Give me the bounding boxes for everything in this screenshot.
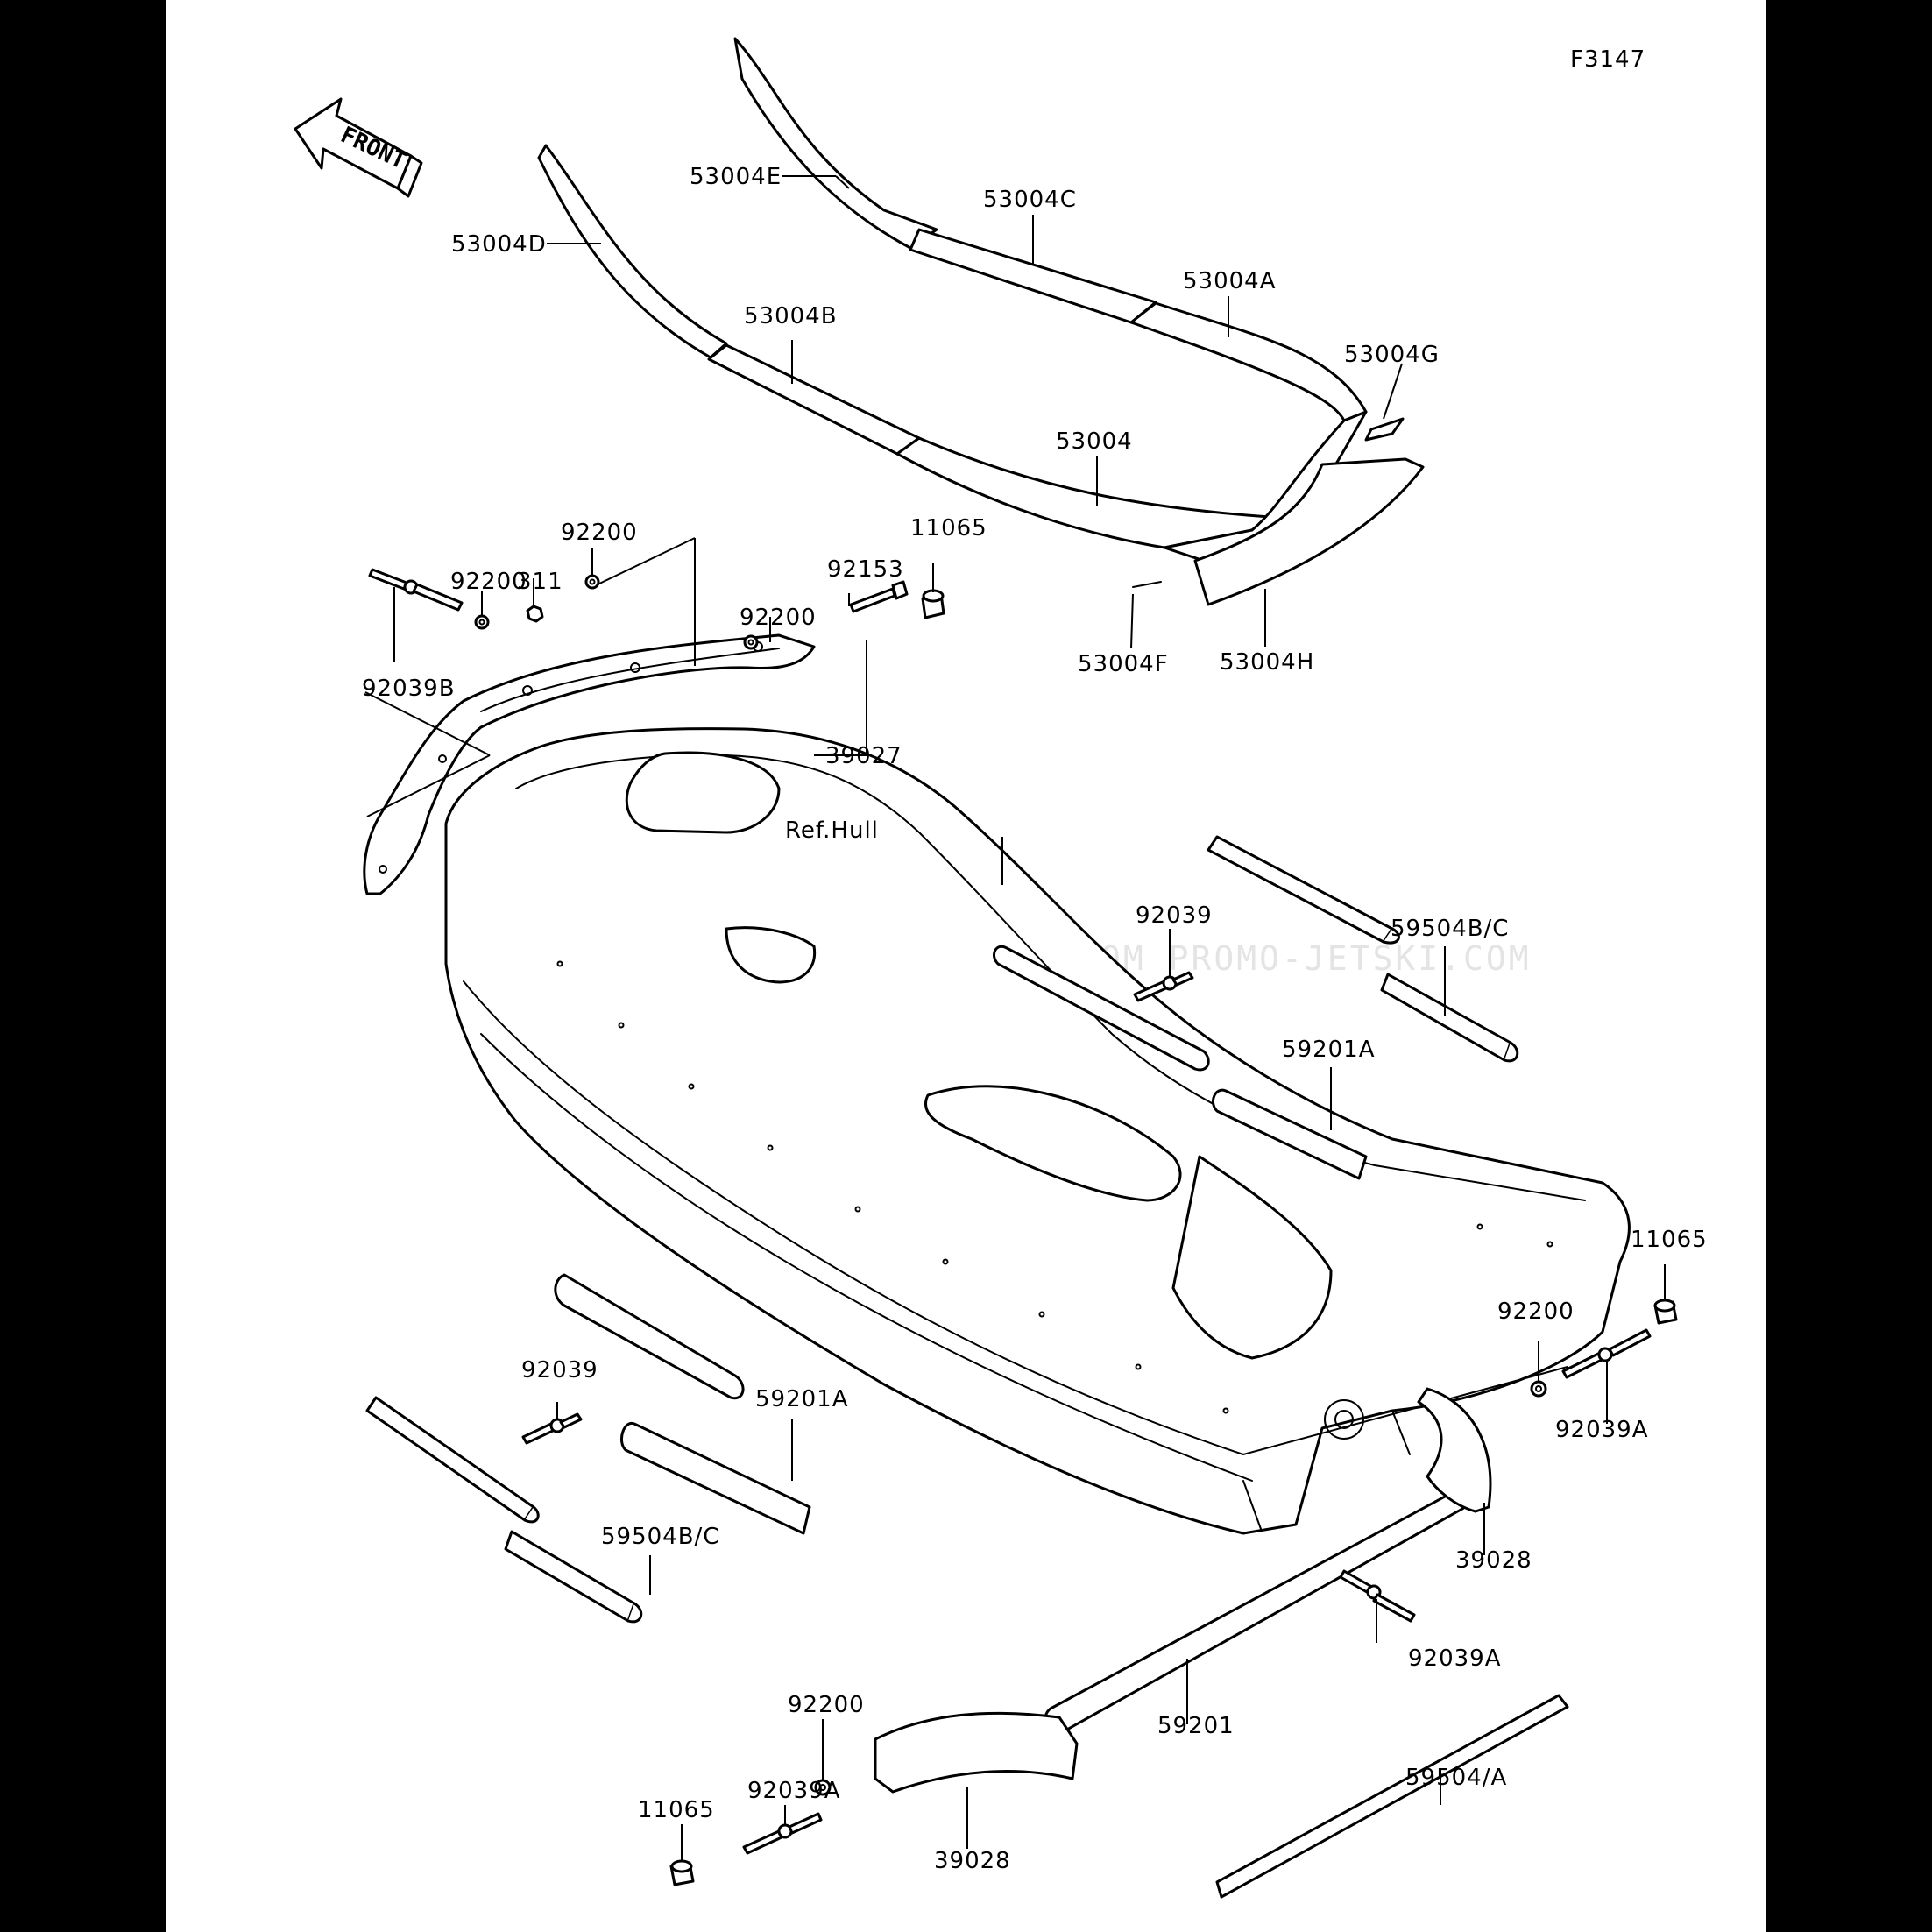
hull-reference bbox=[444, 727, 1631, 1535]
front-guard-39027 bbox=[363, 633, 816, 895]
cap-11065-right bbox=[1653, 1299, 1678, 1325]
label-92200-top-left: 92200 bbox=[450, 569, 527, 595]
label-311: 311 bbox=[517, 569, 563, 595]
molding-59201a-lower bbox=[620, 1421, 811, 1535]
rivet-92039a-lower bbox=[1339, 1569, 1416, 1623]
molding-59201a-upper bbox=[1212, 1088, 1368, 1180]
label-92200-top-right: 92200 bbox=[740, 605, 817, 631]
rivet-92039a-right bbox=[1561, 1328, 1652, 1379]
label-59504bc-lower: 59504B/C bbox=[601, 1524, 719, 1550]
trim-59504bc-lower-short bbox=[504, 1530, 643, 1624]
parts-diagram-sheet: F3147 FRONT JETSKI.COM PROMO-JETSKI.COM … bbox=[166, 0, 1766, 1932]
label-92039a-right: 92039A bbox=[1555, 1417, 1649, 1443]
part-labels: 53004E 53004C 53004D 53004A 53004B 53004… bbox=[362, 164, 1708, 1874]
washer-top-mid bbox=[584, 574, 600, 590]
nut-311 bbox=[526, 605, 544, 623]
leader-lines bbox=[364, 175, 1666, 1861]
seat-cover-53004e bbox=[733, 37, 938, 250]
rivet-92039b bbox=[368, 568, 464, 612]
label-53004b: 53004B bbox=[744, 303, 838, 329]
label-92153: 92153 bbox=[827, 556, 904, 583]
label-59504a: 59504/A bbox=[1405, 1765, 1507, 1791]
bolt-92153 bbox=[849, 580, 909, 613]
rear-guard-39028-bottom bbox=[874, 1711, 1079, 1794]
trim-59504bc-upper-short bbox=[1380, 973, 1519, 1063]
label-92039b: 92039B bbox=[362, 676, 456, 702]
trim-59504a bbox=[1215, 1694, 1569, 1899]
rivet-92039-upper bbox=[1133, 971, 1194, 1002]
label-53004d: 53004D bbox=[451, 231, 547, 258]
label-11065-top: 11065 bbox=[910, 515, 987, 541]
cap-11065-top bbox=[921, 589, 945, 619]
label-53004: 53004 bbox=[1056, 428, 1133, 455]
cap-11065-bottom bbox=[669, 1859, 695, 1886]
rivet-92039a-bottom bbox=[742, 1812, 823, 1855]
label-39028-right: 39028 bbox=[1455, 1547, 1532, 1574]
label-39028-bottom: 39028 bbox=[934, 1848, 1011, 1874]
seat-cover-53004b bbox=[707, 343, 921, 456]
seat-cover-53004g bbox=[1364, 417, 1405, 442]
label-11065-bottom: 11065 bbox=[638, 1797, 715, 1823]
trim-59504bc-upper bbox=[1207, 835, 1400, 945]
label-53004e: 53004E bbox=[690, 164, 782, 190]
washer-right bbox=[1530, 1380, 1547, 1398]
seat-cover-set bbox=[537, 37, 1425, 606]
molding-lower-left-long bbox=[554, 1273, 745, 1400]
exploded-parts-diagram: F3147 FRONT JETSKI.COM PROMO-JETSKI.COM … bbox=[294, 37, 1708, 1899]
label-92039a-bottom: 92039A bbox=[747, 1778, 841, 1804]
label-92200-bottom: 92200 bbox=[788, 1692, 865, 1718]
seat-cover-53004h bbox=[1193, 457, 1425, 606]
label-ref-hull: Ref.Hull bbox=[785, 817, 879, 844]
label-59201a-lower: 59201A bbox=[755, 1386, 849, 1412]
label-59201: 59201 bbox=[1157, 1713, 1235, 1739]
label-92039a-lower: 92039A bbox=[1408, 1645, 1502, 1672]
seat-cover-53004a bbox=[1129, 301, 1368, 422]
label-92200-top-mid: 92200 bbox=[561, 520, 638, 546]
figure-code: F3147 bbox=[1570, 46, 1645, 73]
label-59201a-upper: 59201A bbox=[1282, 1037, 1376, 1063]
label-92039-lower: 92039 bbox=[521, 1357, 598, 1384]
label-92039-upper: 92039 bbox=[1136, 902, 1213, 929]
label-92200-right: 92200 bbox=[1497, 1299, 1575, 1325]
washer-top-right bbox=[743, 634, 759, 650]
label-53004g: 53004G bbox=[1344, 342, 1440, 368]
rivet-92039-lower bbox=[521, 1412, 583, 1445]
label-11065-right: 11065 bbox=[1631, 1227, 1708, 1253]
label-53004h: 53004H bbox=[1220, 649, 1314, 676]
label-53004a: 53004A bbox=[1183, 268, 1277, 294]
rear-guard-39028-right bbox=[1417, 1387, 1492, 1513]
trim-59504bc-lower-long bbox=[365, 1396, 540, 1524]
label-53004f: 53004F bbox=[1078, 651, 1169, 677]
label-53004c: 53004C bbox=[983, 187, 1077, 213]
front-arrow-icon: FRONT bbox=[294, 97, 423, 198]
washer-top-left bbox=[474, 614, 490, 630]
molding-upper-right-long bbox=[993, 945, 1210, 1072]
label-39027: 39027 bbox=[825, 743, 902, 769]
seat-cover-53004f bbox=[1132, 581, 1162, 588]
label-59504bc-upper: 59504B/C bbox=[1391, 916, 1509, 942]
